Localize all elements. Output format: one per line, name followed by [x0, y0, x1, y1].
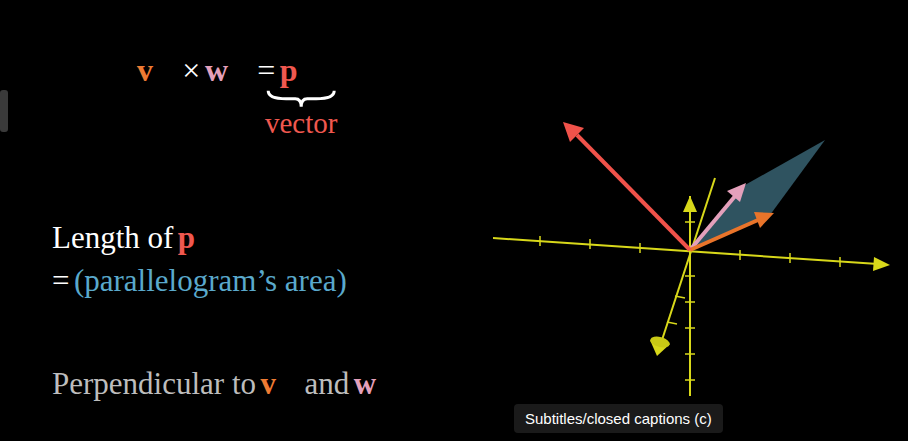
axes — [493, 178, 878, 396]
vector-w — [690, 183, 746, 250]
tooltip-box: Subtitles/closed captions (c) — [514, 404, 723, 433]
z-axis — [662, 178, 715, 340]
x-arrowhead — [873, 257, 890, 271]
statement-line: =(parallelogram’s area) — [52, 263, 347, 299]
vector-symbol: w⃗ — [205, 52, 253, 89]
operator: = — [52, 263, 69, 299]
vector-symbol: v⃗ — [137, 52, 178, 89]
side-tab — [0, 90, 8, 132]
vector-symbol: p⃗ — [178, 220, 219, 256]
vector-symbol: w⃗ — [354, 366, 401, 402]
tooltip-text: Subtitles/closed captions (c) — [525, 410, 712, 427]
axis-ticks — [540, 222, 840, 380]
statement-text: Length of — [52, 220, 173, 256]
formula: v⃗×w⃗=p⃗ — [137, 52, 323, 89]
vector-p — [563, 122, 690, 250]
vector-symbol: v⃗ — [260, 366, 300, 402]
statement-text: Perpendicular to — [52, 366, 256, 402]
y-arrowhead — [683, 196, 697, 212]
z-cone — [649, 335, 671, 356]
statement-text: and — [305, 366, 350, 402]
statement-text: (parallelogram’s area) — [74, 263, 347, 299]
y-axis — [689, 196, 691, 396]
operator: = — [257, 52, 275, 89]
brace-caption: vector — [265, 107, 337, 140]
brace-label: vector — [265, 107, 337, 140]
x-axis — [493, 238, 878, 264]
operator: × — [182, 52, 200, 89]
vector-symbol: p⃗ — [280, 52, 323, 89]
vector-v — [690, 212, 774, 250]
parallelogram — [690, 140, 825, 250]
statement-line: Length ofp⃗ — [52, 220, 219, 256]
underbrace — [268, 91, 334, 107]
statement-line: Perpendicular tov⃗andw⃗ — [52, 366, 400, 402]
